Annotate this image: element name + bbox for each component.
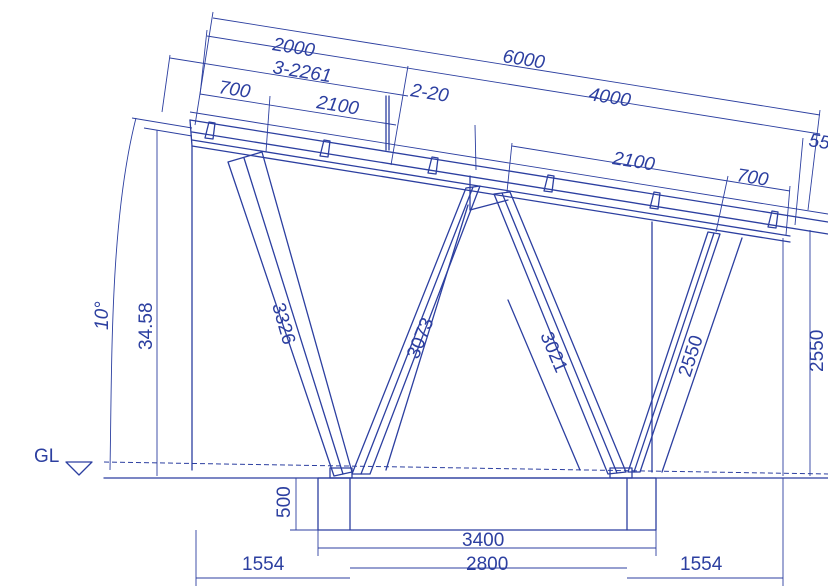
offset-left-1554: 1554 <box>242 554 285 575</box>
height-2550: 2550 <box>807 330 828 372</box>
dim-4000: 4000 <box>587 84 632 111</box>
foundation <box>195 467 784 586</box>
foundation-width-3400: 3400 <box>462 530 504 551</box>
height-34-58: 34.58 <box>136 302 157 350</box>
dim-2100-right: 2100 <box>610 148 656 176</box>
top-dimension-lines <box>161 11 821 236</box>
dim-2100-left: 2100 <box>314 92 360 120</box>
foundation-width-2800: 2800 <box>466 554 508 575</box>
dim-700-right: 700 <box>735 165 770 191</box>
roof-rail <box>189 111 828 243</box>
right-dimensions <box>782 230 811 476</box>
dim-6000: 6000 <box>501 46 546 73</box>
dim-2-20: 2-20 <box>408 80 450 107</box>
angle-10-deg: 10° <box>92 301 113 330</box>
ground-line <box>65 461 828 479</box>
panel-clamps <box>204 95 779 229</box>
member-3021: 3021 <box>535 329 571 376</box>
diagonal-members <box>227 151 743 477</box>
dim-3-2261: 3-2261 <box>271 57 333 87</box>
offset-right-1554: 1554 <box>680 554 723 575</box>
dim-700-left: 700 <box>217 77 252 103</box>
ground-level-label: GL <box>34 446 59 467</box>
member-3326: 3326 <box>267 301 299 347</box>
left-dimensions <box>109 117 193 476</box>
dim-55: 55 <box>807 130 828 154</box>
member-2550: 2550 <box>675 333 708 380</box>
foundation-depth-500: 500 <box>274 486 295 518</box>
member-3073: 3073 <box>403 315 438 362</box>
